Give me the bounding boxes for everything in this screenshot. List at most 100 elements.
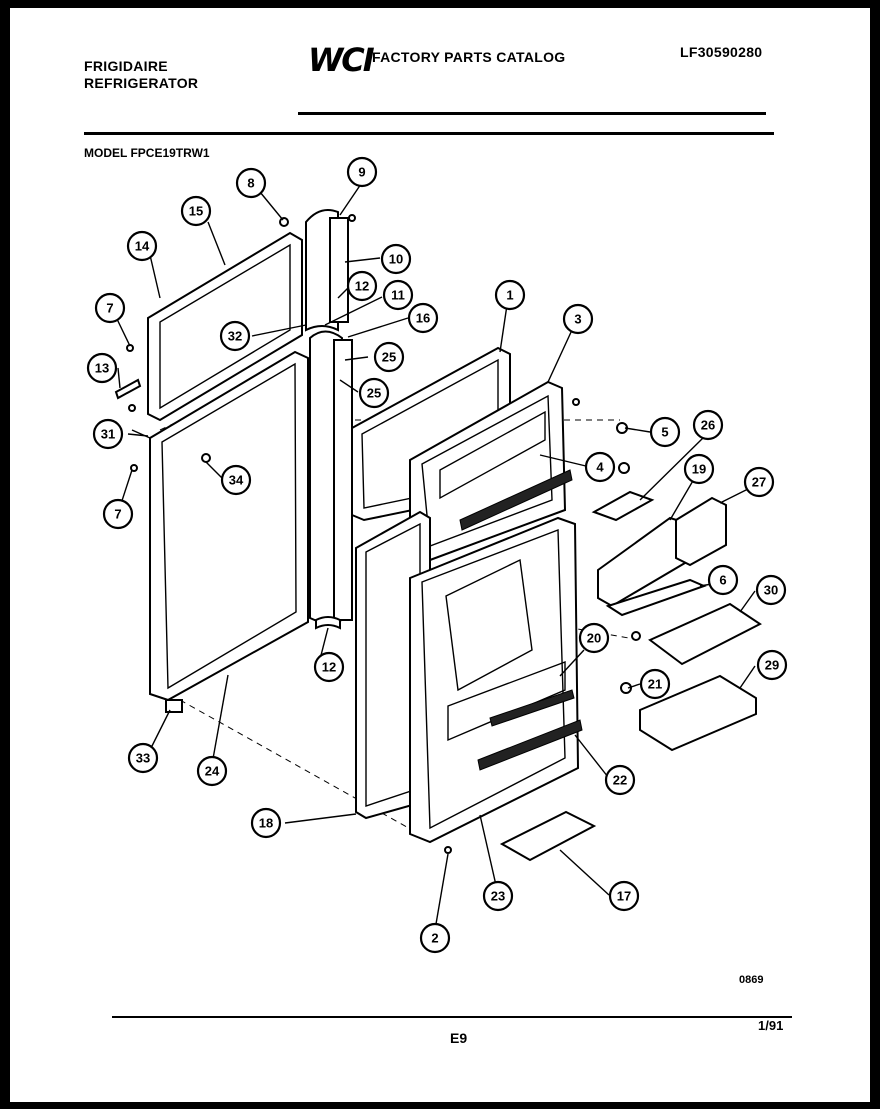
callout-label: 32 (228, 329, 242, 344)
callout-c25a: 25 (373, 341, 405, 373)
callout-label: 16 (416, 311, 430, 326)
callout-circle (756, 649, 788, 681)
header-rule-short (298, 112, 766, 115)
callout-label: 10 (389, 252, 403, 267)
callout-label: 31 (101, 427, 115, 442)
callout-circle (346, 270, 378, 302)
callout-circle (346, 156, 378, 188)
drawing-code: 0869 (739, 974, 764, 986)
callout-label: 9 (358, 165, 365, 180)
callout-circle (94, 292, 126, 324)
callout-c10: 10 (380, 243, 412, 275)
callout-label: 22 (613, 773, 627, 788)
callout-label: 5 (661, 425, 668, 440)
callout-c14: 14 (126, 230, 158, 262)
callout-c7a: 7 (94, 292, 126, 324)
callout-label: 33 (136, 751, 150, 766)
callout-label: 29 (765, 658, 779, 673)
callout-circle (250, 807, 282, 839)
callout-circle (235, 167, 267, 199)
callout-c8: 8 (235, 167, 267, 199)
small-hardware (114, 214, 641, 854)
callout-c12a: 12 (346, 270, 378, 302)
footer-rule (112, 1016, 792, 1018)
callout-circle (494, 279, 526, 311)
brand-name: FRIGIDAIRE (84, 58, 168, 74)
callout-label: 24 (205, 764, 220, 779)
callout-circle (407, 302, 439, 334)
bin-30 (648, 602, 762, 666)
callout-label: 4 (596, 460, 604, 475)
callout-label: 23 (491, 889, 505, 904)
butter-bin-26 (591, 490, 655, 522)
callout-label: 3 (574, 312, 581, 327)
callout-label: 19 (692, 462, 706, 477)
callout-label: 17 (617, 889, 631, 904)
callout-circle (380, 243, 412, 275)
callout-circle (707, 564, 739, 596)
callout-c29: 29 (756, 649, 788, 681)
callout-label: 14 (135, 239, 150, 254)
callout-label: 13 (95, 361, 109, 376)
callout-circle (562, 303, 594, 335)
callout-label: 1 (506, 288, 513, 303)
callout-c18: 18 (250, 807, 282, 839)
callout-circle (196, 755, 228, 787)
callout-c30: 30 (755, 574, 787, 606)
callout-c27: 27 (743, 466, 775, 498)
callout-c33: 33 (127, 742, 159, 774)
callout-c20: 20 (578, 622, 610, 654)
callout-c9: 9 (346, 156, 378, 188)
callout-label: 7 (106, 301, 113, 316)
callout-label: 26 (701, 418, 715, 433)
callout-circle (220, 464, 252, 496)
callout-label: 30 (764, 583, 778, 598)
callout-label: 11 (391, 288, 405, 303)
callout-c26: 26 (692, 409, 724, 441)
model-label: MODEL FPCE19TRW1 (84, 146, 210, 160)
callout-label: 12 (355, 279, 369, 294)
callout-c7b: 7 (102, 498, 134, 530)
callout-c22: 22 (604, 764, 636, 796)
callout-c21: 21 (639, 668, 671, 700)
callout-c6: 6 (707, 564, 739, 596)
callout-circle (755, 574, 787, 606)
callout-circle (692, 409, 724, 441)
callout-c25b: 25 (358, 377, 390, 409)
catalog-title: FACTORY PARTS CATALOG (372, 49, 566, 65)
wci-logo: WCI (308, 41, 375, 79)
callout-circle (180, 195, 212, 227)
callout-circle (578, 622, 610, 654)
leader-lines (115, 183, 756, 925)
callout-c3: 3 (562, 303, 594, 335)
callout-circle (649, 416, 681, 448)
callout-label: 25 (367, 386, 381, 401)
callout-c19: 19 (683, 453, 715, 485)
issue-date: 1/91 (758, 1018, 784, 1033)
callout-c5a: 5 (649, 416, 681, 448)
callout-circle (127, 742, 159, 774)
callout-label: 34 (229, 473, 244, 488)
callout-label: 15 (189, 204, 203, 219)
page-code: E9 (450, 1030, 468, 1046)
callout-circle (639, 668, 671, 700)
callout-label: 7 (114, 507, 121, 522)
callout-label: 6 (719, 573, 726, 588)
callout-circle (92, 418, 124, 450)
callout-c2: 2 (419, 922, 451, 954)
callout-c32: 32 (219, 320, 251, 352)
callout-label: 8 (247, 176, 254, 191)
egg-tray-17 (499, 810, 597, 862)
callout-label: 18 (259, 816, 273, 831)
callout-circle (683, 453, 715, 485)
callout-circle (382, 279, 414, 311)
callout-circle (358, 377, 390, 409)
callout-c1: 1 (494, 279, 526, 311)
callout-circle (604, 764, 636, 796)
callout-circle (102, 498, 134, 530)
callout-label: 21 (648, 677, 662, 692)
fresh-food-door-outer-panel (131, 350, 309, 702)
callout-label: 25 (382, 350, 396, 365)
